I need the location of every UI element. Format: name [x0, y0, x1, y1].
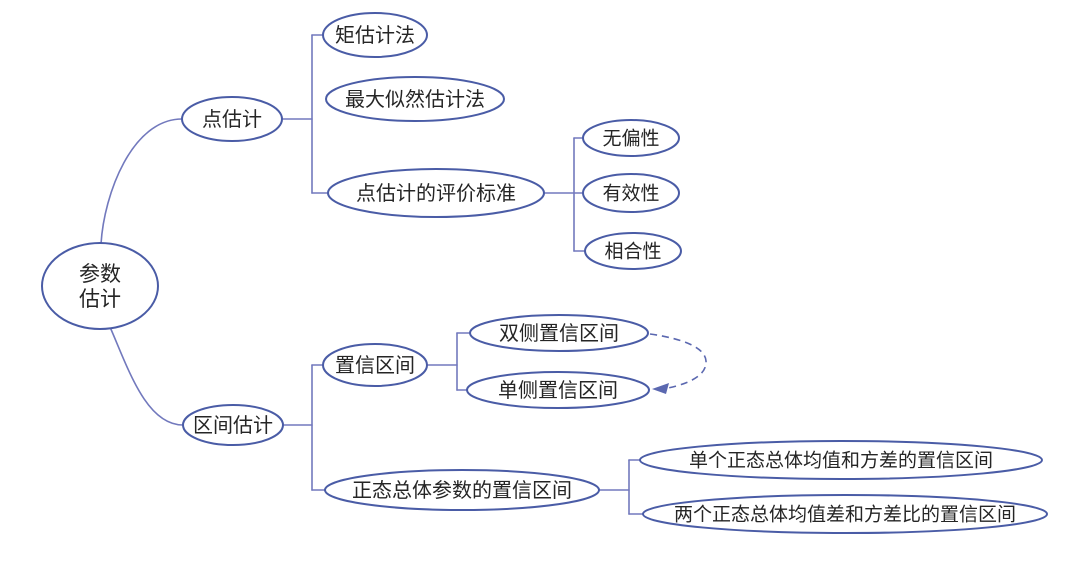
- node-two-normal-ci-label: 两个正态总体均值差和方差比的置信区间: [674, 504, 1016, 526]
- node-root-label-line2: 估计: [79, 287, 121, 311]
- connector-root-interval-estimation: [109, 326, 184, 426]
- node-normal-ci-ellipse: [324, 469, 600, 511]
- node-normal-ci-label: 正态总体参数的置信区间: [352, 479, 572, 502]
- node-unbiasedness: 无偏性: [582, 119, 680, 157]
- node-root-label-line1: 参数: [79, 262, 121, 286]
- node-efficiency: 有效性: [582, 173, 680, 213]
- node-unbiasedness-label: 无偏性: [602, 128, 659, 150]
- node-criteria-label: 点估计的评价标准: [356, 182, 516, 205]
- node-root: 参数 估计: [41, 242, 159, 330]
- node-one-sided-ci-label: 单侧置信区间: [498, 379, 618, 402]
- node-two-normal-ci: 两个正态总体均值差和方差比的置信区间: [642, 494, 1048, 534]
- node-normal-ci: 正态总体参数的置信区间: [324, 469, 600, 511]
- connectors: [100, 34, 707, 515]
- node-mle: 最大似然估计法: [325, 76, 505, 122]
- node-interval-estimation-ellipse: [182, 404, 284, 446]
- node-efficiency-label: 有效性: [602, 183, 659, 205]
- node-moment-method-label: 矩估计法: [335, 24, 415, 47]
- node-confidence-interval-ellipse: [322, 343, 428, 387]
- node-moment-method: 矩估计法: [322, 12, 428, 58]
- connector-root-point-estimation: [100, 118, 183, 245]
- node-single-normal-ci: 单个正态总体均值和方差的置信区间: [639, 440, 1043, 480]
- node-two-normal-ci-ellipse: [642, 494, 1048, 534]
- node-mle-ellipse: [325, 76, 505, 122]
- node-one-sided-ci-ellipse: [466, 371, 650, 409]
- node-two-sided-ci-ellipse: [469, 314, 649, 352]
- node-moment-method-ellipse: [322, 12, 428, 58]
- node-single-normal-ci-label: 单个正态总体均值和方差的置信区间: [689, 450, 993, 472]
- node-point-estimation-label: 点估计: [202, 108, 262, 131]
- dashed-arrowhead-icon: [652, 383, 669, 394]
- node-unbiasedness-ellipse: [582, 119, 680, 157]
- dashed-arrow-two-sided-to-one-sided: [649, 333, 707, 389]
- node-mle-label: 最大似然估计法: [345, 88, 485, 111]
- node-interval-estimation-label: 区间估计: [193, 414, 273, 437]
- node-consistency-ellipse: [584, 232, 682, 270]
- node-single-normal-ci-ellipse: [639, 440, 1043, 480]
- node-two-sided-ci: 双侧置信区间: [469, 314, 649, 352]
- node-confidence-interval-label: 置信区间: [335, 354, 415, 377]
- node-efficiency-ellipse: [582, 173, 680, 213]
- node-consistency-label: 相合性: [604, 241, 661, 263]
- node-two-sided-ci-label: 双侧置信区间: [499, 322, 619, 345]
- node-root-ellipse: [41, 242, 159, 330]
- node-point-estimation-ellipse: [181, 96, 283, 142]
- node-confidence-interval: 置信区间: [322, 343, 428, 387]
- node-one-sided-ci: 单侧置信区间: [466, 371, 650, 409]
- node-interval-estimation: 区间估计: [182, 404, 284, 446]
- node-consistency: 相合性: [584, 232, 682, 270]
- node-criteria-ellipse: [327, 168, 545, 218]
- node-point-estimation: 点估计: [181, 96, 283, 142]
- node-criteria: 点估计的评价标准: [327, 168, 545, 218]
